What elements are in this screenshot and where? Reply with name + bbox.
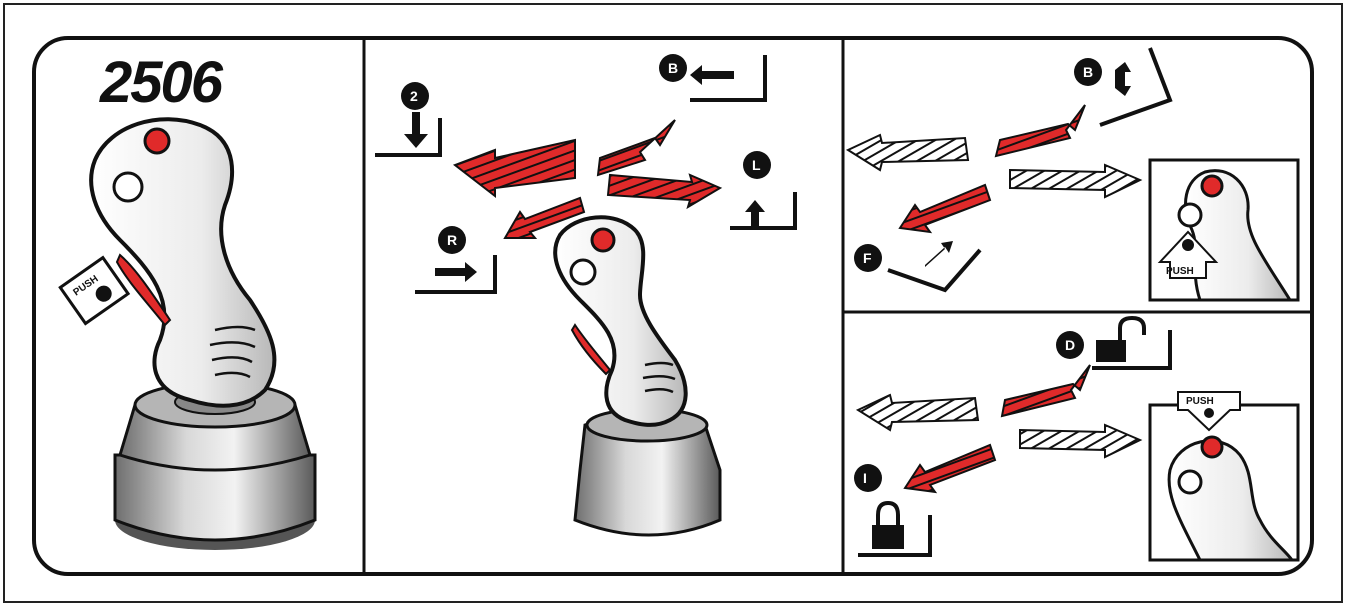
svg-text:2: 2 (410, 88, 418, 104)
push-label-2: PUSH (1166, 266, 1194, 277)
svg-text:F: F (863, 250, 872, 266)
svg-text:R: R (447, 232, 457, 248)
push-label-3: PUSH (1186, 396, 1214, 407)
svg-text:I: I (863, 470, 867, 486)
svg-text:B: B (1083, 64, 1093, 80)
svg-text:L: L (752, 157, 761, 173)
joystick-base (115, 383, 315, 550)
svg-text:B: B (668, 60, 678, 76)
svg-text:D: D (1065, 337, 1075, 353)
model-title: 2506 (99, 50, 224, 115)
